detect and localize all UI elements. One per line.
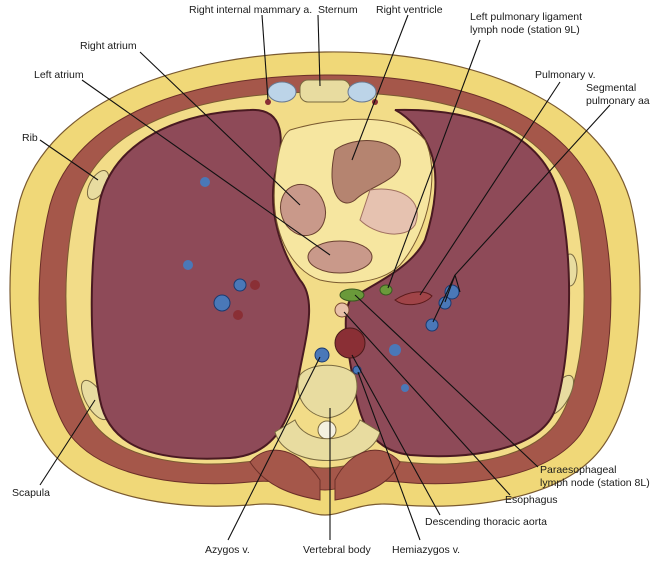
right-hilar-vessel <box>213 294 231 312</box>
lung-vessel <box>401 384 409 392</box>
label-pulmonary-v: Pulmonary v. <box>535 69 596 81</box>
label-paraesophageal-1: Paraesophageal <box>540 464 616 476</box>
sternum-bone <box>299 79 351 103</box>
spinal-canal <box>317 420 337 440</box>
label-azygos: Azygos v. <box>205 544 250 556</box>
pulmonary-vein-structure <box>394 291 433 306</box>
left-pulmonary-ligament-lymph-node <box>379 284 393 296</box>
label-scapula: Scapula <box>12 487 50 499</box>
label-left-pulmonary-ligament-2: lymph node (station 9L) <box>470 24 580 36</box>
vertebral-body-bone <box>297 364 358 419</box>
label-esophagus: Esophagus <box>505 494 558 506</box>
label-left-atrium: Left atrium <box>34 69 84 81</box>
right-internal-mammary-artery <box>265 99 271 105</box>
left-atrium-chamber <box>307 240 373 274</box>
right-ventricle-chamber <box>331 140 401 204</box>
leader-lines <box>39 14 611 541</box>
costal-cartilage-left <box>347 81 377 103</box>
lung-vessel <box>200 177 210 187</box>
costal-cartilage-right <box>267 81 297 103</box>
label-right-ventricle: Right ventricle <box>376 4 443 16</box>
lung-vessel <box>389 344 401 356</box>
right-hilar-vessel <box>233 310 243 320</box>
label-rib: Rib <box>22 132 38 144</box>
label-sternum: Sternum <box>318 4 358 16</box>
azygos-vein <box>314 347 330 363</box>
label-right-atrium: Right atrium <box>80 40 137 52</box>
label-segmental-1: Segmental <box>586 82 636 94</box>
paraesophageal-lymph-node <box>339 288 365 302</box>
label-left-pulmonary-ligament-1: Left pulmonary ligament <box>470 11 582 23</box>
label-vertebral-body: Vertebral body <box>303 544 371 556</box>
label-descending-aorta: Descending thoracic aorta <box>425 516 547 528</box>
descending-aorta <box>334 327 366 359</box>
label-right-internal-mammary: Right internal mammary a. <box>189 4 312 16</box>
paraspinal-muscle <box>249 449 401 501</box>
label-paraesophageal-2: lymph node (station 8L) <box>540 477 650 489</box>
segmental-artery <box>425 318 439 332</box>
label-segmental-2: pulmonary aa. <box>586 95 650 107</box>
right-hilar-vessel <box>250 280 260 290</box>
label-hemiazygos: Hemiazygos v. <box>392 544 460 556</box>
right-hilar-vessel <box>233 278 247 292</box>
left-ventricle <box>359 188 418 235</box>
vertebral-arch <box>274 419 381 461</box>
segmental-artery <box>438 296 452 310</box>
lung-vessel <box>183 260 193 270</box>
right-lung <box>90 108 311 460</box>
